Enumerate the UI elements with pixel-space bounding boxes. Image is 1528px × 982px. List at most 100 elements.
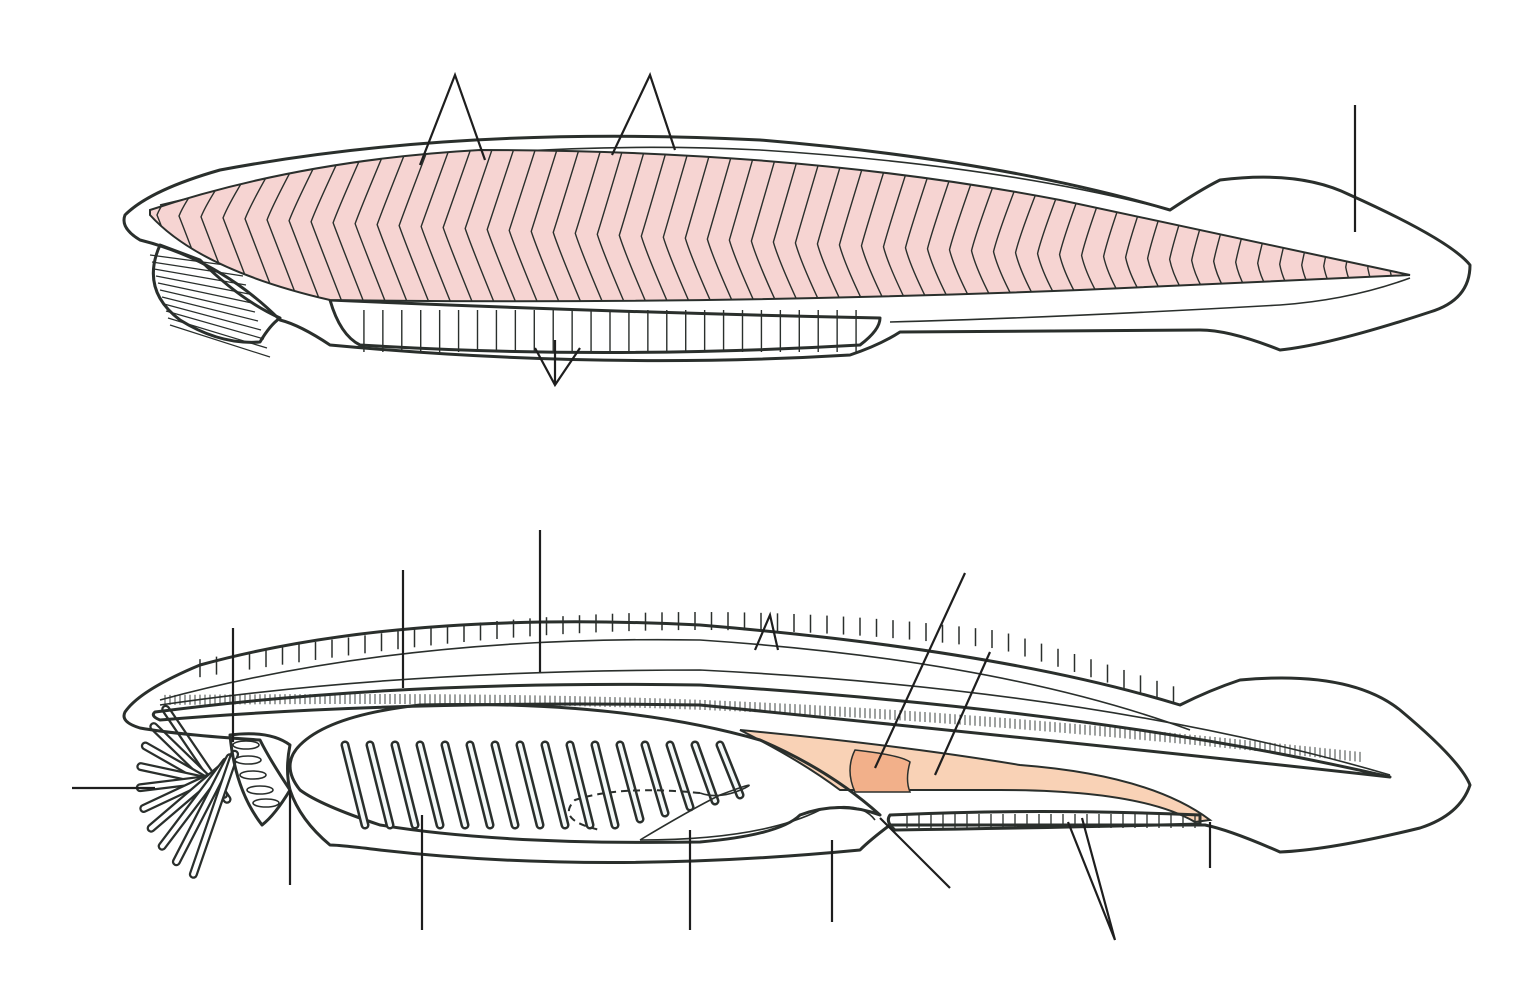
oral-cirrus-line [165, 310, 265, 340]
myomere-line [970, 164, 1002, 302]
myomere-line [310, 150, 357, 302]
gut-intestine [739, 729, 1213, 824]
top-ventral-fin-line [889, 277, 1411, 323]
myomere-line [1367, 179, 1389, 302]
myomere-line [596, 150, 636, 302]
velar-tentacles [232, 740, 280, 808]
myomere-line [1036, 173, 1067, 302]
ventral-gonad-row [886, 810, 1202, 832]
gill-slit-inner [693, 743, 717, 803]
myomere-line [838, 150, 873, 302]
velar-tentacle [234, 755, 262, 765]
gill-slits [340, 740, 745, 830]
dorsal-fin-rays [199, 612, 1175, 705]
gill-slit-inner [618, 743, 642, 821]
myomere-line [1014, 173, 1045, 302]
myomere-line [794, 150, 830, 302]
atriopore-region [639, 805, 876, 841]
oral-cirrus-line [155, 275, 250, 295]
oral-cirri [135, 704, 240, 879]
gill-slit-inner [518, 743, 542, 827]
gill-slit-inner [593, 743, 617, 827]
gill-slit-inner [418, 743, 442, 827]
ventral-fin-rays [906, 814, 1196, 828]
oral-cirrus-line [169, 324, 271, 358]
midgut-caecum [849, 749, 912, 793]
myomere-line [816, 150, 851, 302]
oral-cirrus-line [159, 289, 256, 313]
leader-line-gonads [1066, 817, 1117, 941]
gill-slit-inner [368, 743, 392, 827]
leader-line-myomere-a [418, 71, 487, 166]
myomere-line [486, 150, 529, 302]
myomere-line [728, 150, 765, 302]
myomere-line [1058, 174, 1088, 302]
myomere-line [464, 150, 507, 302]
gill-slit-inner [568, 743, 592, 827]
myomere-line [1256, 177, 1282, 302]
myomere-line [750, 150, 787, 302]
myomere-line [662, 150, 701, 302]
hepatic-caecum [639, 784, 750, 841]
oral-cirrus-inner [191, 752, 237, 877]
top-figure-external-view [122, 71, 1472, 388]
velar-tentacle [252, 798, 280, 808]
gill-slit-inner [468, 743, 492, 827]
myomere-line [376, 150, 421, 302]
leader-line-atriopore [879, 817, 951, 889]
myomere-line [530, 150, 572, 302]
myomere-line [904, 150, 937, 302]
dorsal-fin-inner-line [159, 638, 1191, 731]
gill-slit-inner [493, 743, 517, 827]
gill-slit-inner [643, 743, 667, 815]
top-body-outline [122, 134, 1472, 363]
myomere-line [354, 150, 400, 302]
bottom-body-outline [122, 620, 1472, 864]
gill-slit-inner [718, 743, 742, 797]
gill-slit-inner [443, 743, 467, 827]
myomere-region [149, 148, 1411, 303]
leader-line-myomere-b [611, 72, 677, 156]
gill-slit-inner [543, 743, 567, 827]
myomere-line [420, 150, 464, 302]
bottom-figure-internal-view [72, 530, 1472, 941]
myomere-line [706, 150, 744, 302]
velar-tentacle [246, 785, 274, 795]
myomere-line [398, 150, 443, 302]
myomere-line [992, 169, 1023, 302]
oral-cirrus-line [163, 303, 262, 331]
myomere-line [1279, 177, 1303, 302]
oral-cirrus-inner [159, 759, 229, 849]
myomere-line [1412, 180, 1431, 300]
myomere-line [640, 150, 679, 302]
myomere-line [332, 150, 378, 302]
myomere-line [1301, 178, 1325, 302]
myomere-line [552, 150, 593, 302]
top-gonad-row [328, 298, 882, 354]
myomere-line [508, 150, 550, 302]
gonad-divisions [363, 310, 857, 352]
gill-slit-inner [343, 743, 367, 827]
oral-cirrus-line [161, 296, 259, 322]
nerve-cord [159, 669, 1391, 776]
oral-cirrus-line [167, 317, 268, 349]
notochord [151, 682, 1392, 779]
myomere-line [442, 150, 486, 302]
myomere-line [948, 160, 980, 302]
oral-cirrus-line [157, 282, 253, 304]
leader-line-intestine [933, 651, 992, 776]
leader-line-midgut [874, 572, 966, 769]
myomere-line [618, 150, 658, 302]
notochord-striations [164, 693, 1361, 762]
top-oral-hood-cirri [151, 243, 282, 344]
myomere-line [1323, 178, 1346, 302]
leader-line-gonads [534, 340, 581, 388]
gill-slit-inner [668, 743, 692, 809]
myomere-line [772, 150, 808, 302]
leader-line-fin-rays [753, 611, 780, 651]
myomere-line [882, 150, 916, 302]
oral-cirrus-line [153, 268, 247, 286]
velar-tentacle [239, 770, 267, 780]
myomere-line [860, 150, 894, 302]
